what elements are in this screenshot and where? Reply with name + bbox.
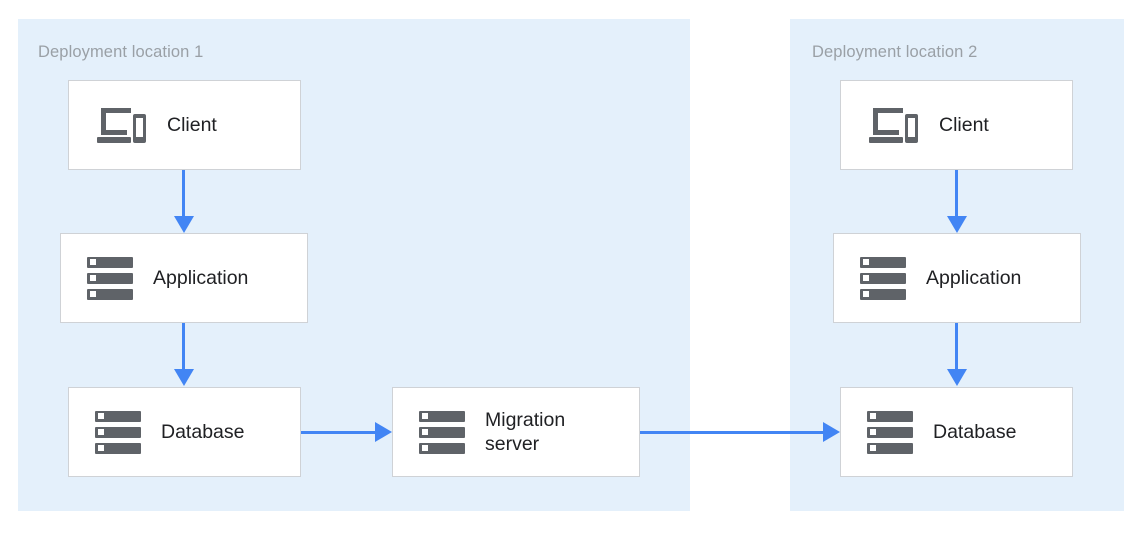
arrowhead-client2-app2 xyxy=(946,216,967,233)
connector-db1-migration xyxy=(300,430,377,434)
arrowhead-app1-db1 xyxy=(173,369,194,386)
server-icon xyxy=(860,255,906,301)
node-database-1[interactable]: Database xyxy=(68,387,301,477)
server-icon-bar xyxy=(419,410,465,422)
arrowhead-migration-db2 xyxy=(823,422,840,442)
server-icon-bar xyxy=(87,272,133,284)
node-database-2-label: Database xyxy=(933,420,1017,443)
server-icon xyxy=(419,409,465,455)
connector-app1-db1 xyxy=(182,323,185,371)
server-icon-bar xyxy=(867,442,913,454)
server-icon-bar xyxy=(860,256,906,268)
server-icon-bar xyxy=(860,288,906,300)
node-migration-server-label: Migration server xyxy=(485,408,566,455)
node-migration-server[interactable]: Migration server xyxy=(392,387,640,477)
server-icon xyxy=(95,409,141,455)
server-icon-bar xyxy=(87,256,133,268)
server-icon-bar xyxy=(419,426,465,438)
node-client-1[interactable]: Client xyxy=(68,80,301,170)
node-client-2-label: Client xyxy=(939,113,989,136)
arrowhead-client1-app1 xyxy=(173,216,194,233)
connector-app2-db2 xyxy=(955,323,958,371)
node-application-1-label: Application xyxy=(153,266,249,289)
node-application-1[interactable]: Application xyxy=(60,233,308,323)
client-devices-icon xyxy=(867,102,919,148)
server-icon-bar xyxy=(867,426,913,438)
node-application-2[interactable]: Application xyxy=(833,233,1081,323)
connector-client2-app2 xyxy=(955,170,958,218)
deployment-zone-1-label: Deployment location 1 xyxy=(38,43,204,61)
connector-migration-db2 xyxy=(640,430,825,434)
node-application-2-label: Application xyxy=(926,266,1022,289)
arrowhead-app2-db2 xyxy=(946,369,967,386)
server-icon-bar xyxy=(95,426,141,438)
arrowhead-db1-migration xyxy=(375,422,392,442)
node-database-2[interactable]: Database xyxy=(840,387,1073,477)
server-icon xyxy=(867,409,913,455)
server-icon-bar xyxy=(95,442,141,454)
connector-client1-app1 xyxy=(182,170,185,218)
server-icon-bar xyxy=(860,272,906,284)
node-client-2[interactable]: Client xyxy=(840,80,1073,170)
server-icon-bar xyxy=(87,288,133,300)
server-icon xyxy=(87,255,133,301)
node-client-1-label: Client xyxy=(167,113,217,136)
node-database-1-label: Database xyxy=(161,420,245,443)
server-icon-bar xyxy=(419,442,465,454)
server-icon-bar xyxy=(867,410,913,422)
deployment-zone-2-label: Deployment location 2 xyxy=(812,43,978,61)
server-icon-bar xyxy=(95,410,141,422)
client-devices-icon xyxy=(95,102,147,148)
